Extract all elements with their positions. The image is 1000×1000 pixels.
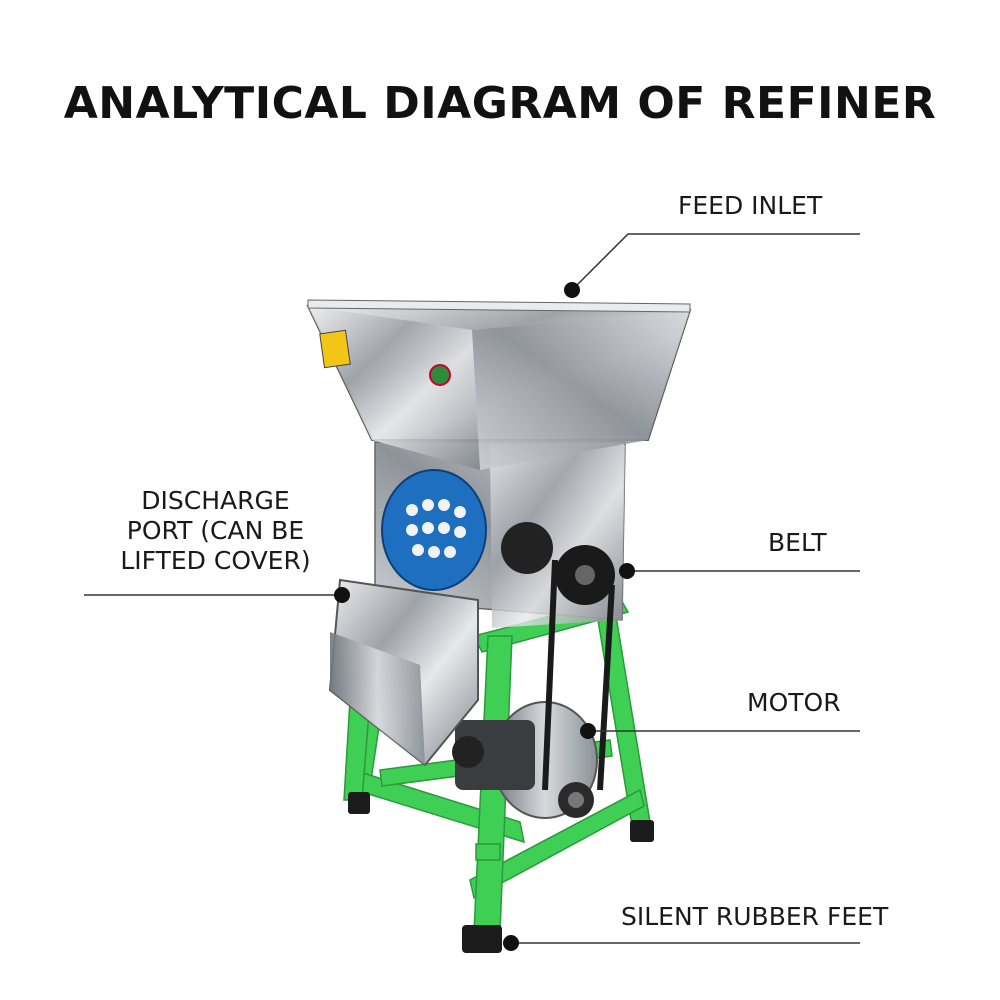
label-discharge-line1: DISCHARGE <box>141 486 290 515</box>
blue-badge <box>381 469 487 591</box>
belt-pulleys <box>501 522 615 791</box>
page-title: ANALYTICAL DIAGRAM OF REFINER <box>63 78 937 129</box>
leader-lines <box>84 233 860 944</box>
motor <box>452 701 598 819</box>
label-discharge-line2: PORT (CAN BE <box>126 516 305 545</box>
leader-dots <box>334 282 635 951</box>
label-feed-inlet: FEED INLET <box>678 191 823 220</box>
label-motor: MOTOR <box>747 688 841 717</box>
discharge-chute <box>328 578 479 767</box>
label-discharge-line3: LIFTED COVER) <box>120 546 311 575</box>
label-discharge-port: DISCHARGE PORT (CAN BE LIFTED COVER) <box>108 486 323 576</box>
label-silent-rubber-feet: SILENT RUBBER FEET <box>621 902 889 931</box>
feed-hopper <box>306 299 692 470</box>
label-belt: BELT <box>768 528 827 557</box>
rubber-feet <box>348 792 654 953</box>
